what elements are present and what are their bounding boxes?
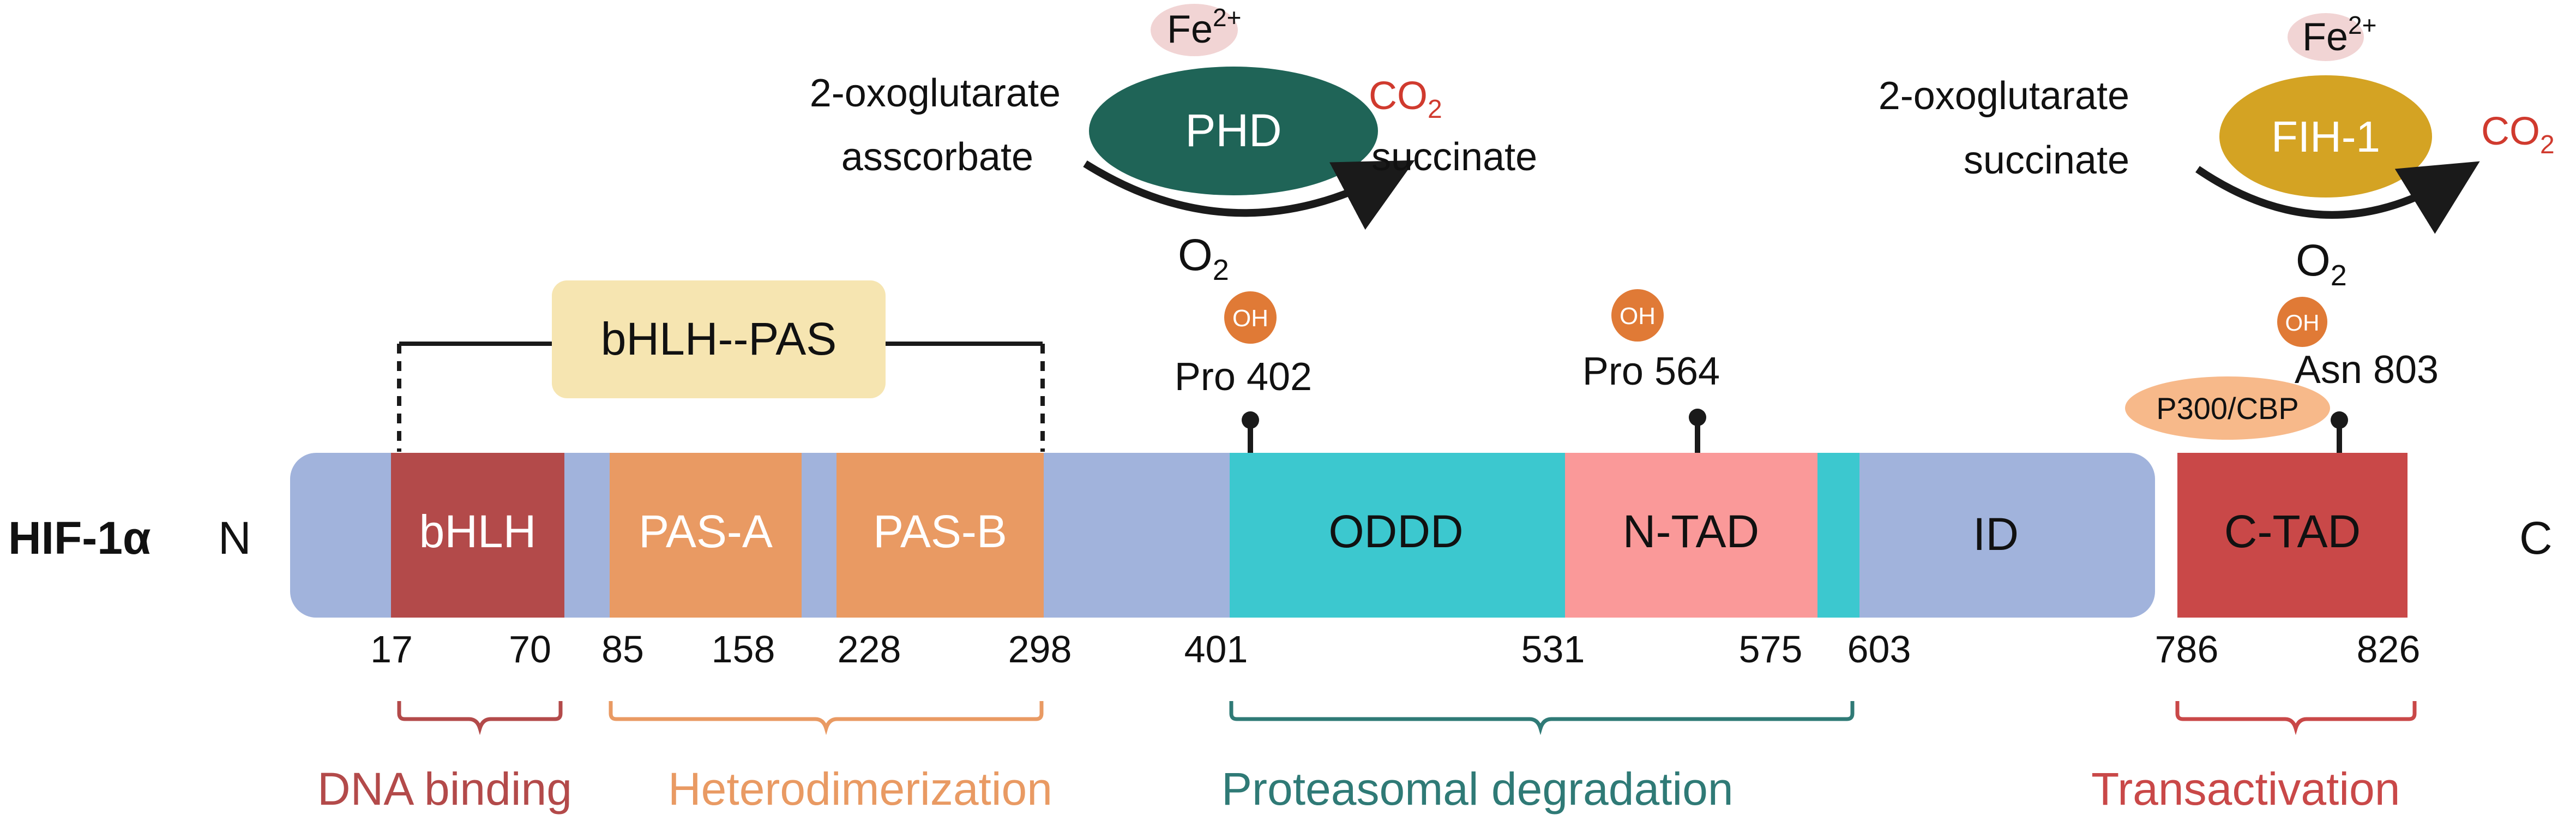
phd-enzyme-label: PHD (1185, 105, 1281, 156)
fih-reaction-arrow (2195, 161, 2480, 234)
protein-domains: bHLH PAS-A PAS-B ODDD N-TAD ID C-TAD (391, 453, 2408, 618)
pro402-site: OH Pro 402 (1175, 291, 1312, 453)
pin-head (2331, 411, 2348, 429)
pro564-label: Pro 564 (1582, 350, 1720, 393)
domain-label-c-tad: C-TAD (2224, 506, 2361, 557)
p300-cbp-label: P300/CBP (2156, 391, 2299, 426)
function-dna-binding: DNA binding (317, 763, 572, 815)
domain-label-bhlh: bHLH (419, 506, 537, 557)
asn803-site: OH Asn 803 P300/CBP (2125, 297, 2439, 453)
p300-cbp-ellipse (2125, 376, 2330, 440)
domain-label-oddd: ODDD (1328, 506, 1463, 557)
brace-proteasomal-degradation (1229, 701, 1855, 735)
brace-dna-binding (397, 701, 563, 735)
domain-label-id: ID (1973, 508, 2019, 560)
fih-enzyme (2219, 75, 2432, 197)
fih-enzyme-label: FIH-1 (2271, 112, 2380, 161)
phd-input-1: 2-oxoglutarate (810, 71, 1061, 115)
fe-cofactor-label: Fe2+ (1167, 3, 1241, 51)
bracket-label: bHLH--PAS (601, 313, 837, 364)
domain-label-pas-b: PAS-B (873, 506, 1007, 557)
position-label: 85 (601, 628, 644, 671)
domain-bhlh (391, 453, 564, 618)
teal-segment (1817, 453, 1859, 618)
domain-label-pas-a: PAS-A (639, 506, 773, 557)
pin-head (1689, 409, 1706, 426)
fih-input-2: succinate (1964, 139, 2129, 182)
oh-label: OH (2285, 310, 2320, 336)
function-braces (397, 701, 2417, 735)
phd-co2-label: CO2 (1369, 74, 1442, 124)
pro564-site: OH Pro 564 (1582, 289, 1720, 453)
phd-enzyme (1089, 67, 1378, 195)
function-proteasomal-degradation: Proteasomal degradation (1221, 763, 1734, 815)
fe-cofactor-label: Fe2+ (2302, 11, 2376, 59)
protein-name: HIF-1α (8, 512, 151, 564)
position-label: 786 (2155, 628, 2219, 671)
oh-circle (1224, 291, 1277, 344)
pro402-label: Pro 402 (1175, 355, 1312, 399)
domain-n-tad (1565, 453, 1817, 618)
fih-co2-label: CO2 (2481, 110, 2555, 159)
fih-o2-label: O2 (2296, 236, 2347, 292)
position-label: 228 (838, 628, 901, 671)
oh-circle (1611, 289, 1664, 342)
brace-transactivation (2175, 701, 2417, 735)
position-label: 603 (1847, 628, 1911, 671)
position-label: 401 (1184, 628, 1248, 671)
c-terminus-label: C (2519, 512, 2553, 564)
function-transactivation: Transactivation (2091, 763, 2400, 815)
domain-pas-a (610, 453, 802, 618)
domain-oddd (1230, 453, 1565, 618)
function-heterodimerization: Heterodimerization (668, 763, 1052, 815)
position-label: 70 (509, 628, 551, 671)
phd-reaction-arrow (1083, 160, 1415, 230)
position-label: 531 (1521, 628, 1585, 671)
position-label: 17 (370, 628, 413, 671)
n-terminus-label: N (218, 512, 251, 564)
bhlh-pas-bracket: bHLH--PAS (397, 280, 1045, 452)
oh-circle (2277, 297, 2327, 347)
fih-reaction: Fe2+ 2-oxoglutarate succinate FIH-1 O2 C… (1879, 11, 2555, 292)
asn803-label: Asn 803 (2295, 348, 2439, 392)
position-label: 826 (2357, 628, 2421, 671)
oh-label: OH (1620, 303, 1656, 330)
position-label: 298 (1008, 628, 1072, 671)
phd-o2-label: O2 (1178, 230, 1229, 286)
phd-input-2: asscorbate (841, 135, 1033, 179)
domain-pas-b (836, 453, 1044, 618)
brace-heterodimerization (609, 701, 1044, 735)
position-label: 158 (712, 628, 775, 671)
domain-label-n-tad: N-TAD (1623, 506, 1759, 557)
position-label: 575 (1739, 628, 1803, 671)
phd-product-label: succinate (1371, 135, 1537, 179)
fih-input-1: 2-oxoglutarate (1879, 74, 2129, 118)
domain-c-tad (2177, 453, 2408, 618)
fe-cofactor-ellipse (2288, 13, 2364, 61)
phd-reaction: Fe2+ 2-oxoglutarate asscorbate PHD O2 CO… (810, 3, 1537, 286)
oh-label: OH (1232, 305, 1268, 332)
function-labels: DNA binding Heterodimerization Proteasom… (317, 763, 2400, 815)
protein-backbone (290, 453, 2155, 618)
bracket-label-box (552, 280, 886, 398)
pin-head (1242, 411, 1259, 429)
residue-positions: 17 70 85 158 228 298 401 531 575 603 786… (370, 628, 2420, 671)
fe-cofactor-ellipse (1151, 4, 1238, 56)
